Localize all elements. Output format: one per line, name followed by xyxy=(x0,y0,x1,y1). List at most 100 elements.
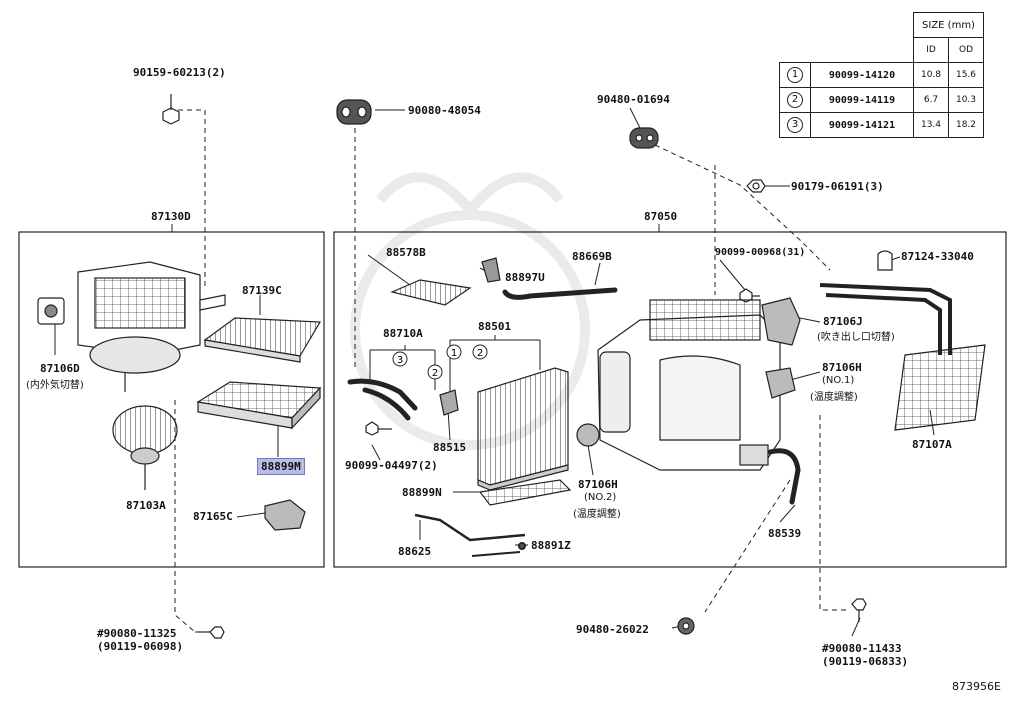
callout-circle-3 xyxy=(392,351,408,367)
part-label-90080-11433[interactable]: #90080-11433 xyxy=(822,642,902,655)
bolt-icon-90080-11325 xyxy=(198,626,225,639)
drain-tray-drawing xyxy=(478,479,572,506)
part-label-88539[interactable]: 88539 xyxy=(768,527,802,540)
sensor-drawing-88891z xyxy=(471,542,526,557)
pipe-drawing-88710a xyxy=(347,378,418,421)
callout-2b: 2 xyxy=(477,348,483,359)
ref-circle: 2 xyxy=(787,92,803,108)
table-row: 2 90099-14119 6.7 10.3 xyxy=(779,87,984,113)
part-note-87106h-no1-jp: (温度調整) xyxy=(810,392,858,403)
callout-1: 1 xyxy=(451,348,457,359)
part-label-87106d[interactable]: 87106D xyxy=(40,362,80,375)
part-label-88897u[interactable]: 88897U xyxy=(505,271,545,284)
callout-circle-2b xyxy=(472,344,488,360)
blower-case-drawing xyxy=(77,261,226,392)
callout-circle-1 xyxy=(446,344,462,360)
table-row: 1 90099-14120 10.8 15.6 xyxy=(779,62,984,88)
part-label-90179-06191[interactable]: 90179-06191(3) xyxy=(791,180,884,193)
filter-frame-drawing xyxy=(196,381,322,430)
part-label-88891z[interactable]: 88891Z xyxy=(531,539,571,552)
grommet-icon-90080-48054 xyxy=(336,99,372,125)
part-label-87106h-no1[interactable]: 87106H xyxy=(822,361,862,374)
servo-motor-drawing-87106h-no1 xyxy=(765,367,796,399)
part-label-90159-60213[interactable]: 90159-60213(2) xyxy=(133,66,226,79)
callout-3: 3 xyxy=(397,355,403,366)
part-note-87106h-no2: (NO.2) xyxy=(584,492,617,503)
part-label-90119-06098[interactable]: (90119-06098) xyxy=(97,640,184,653)
grommet-icon-90480-26022 xyxy=(677,617,695,635)
tube-drawing-88669b xyxy=(502,287,618,300)
table-row: 3 90099-14121 13.4 18.2 xyxy=(779,112,984,138)
bolt-icon-90159 xyxy=(162,94,180,125)
callout-2a: 2 xyxy=(432,368,438,379)
part-note-87106d: (内外気切替) xyxy=(26,380,84,391)
part-label-88515[interactable]: 88515 xyxy=(433,441,467,454)
part-label-88625[interactable]: 88625 xyxy=(398,545,432,558)
part-label-87106h-no2[interactable]: 87106H xyxy=(578,478,618,491)
size-header: SIZE (mm) xyxy=(913,12,984,38)
part-number-cell[interactable]: 90099-14121 xyxy=(810,112,914,138)
od-cell: 18.2 xyxy=(948,112,984,138)
heater-core-drawing xyxy=(819,283,986,431)
part-label-88710a[interactable]: 88710A xyxy=(383,327,423,340)
servo-motor-drawing-87106j xyxy=(761,297,801,346)
bolt-icon-90080-11433 xyxy=(851,598,867,622)
part-label-87103a[interactable]: 87103A xyxy=(126,499,166,512)
insulator-pad-drawing xyxy=(390,279,472,306)
diagram-code: 873956E xyxy=(952,680,1001,693)
hose-drawing-88539 xyxy=(767,448,801,505)
resistor-drawing xyxy=(264,499,306,531)
col-od-header: OD xyxy=(948,37,984,63)
group-box-87050 xyxy=(333,231,1007,568)
part-label-87050[interactable]: 87050 xyxy=(644,210,678,223)
part-label-90480-26022[interactable]: 90480-26022 xyxy=(576,623,649,636)
blower-motor-drawing xyxy=(112,405,178,490)
part-note-87106j: (吹き出し口切替) xyxy=(817,332,895,343)
part-label-87165c[interactable]: 87165C xyxy=(193,510,233,523)
part-label-88669b[interactable]: 88669B xyxy=(572,250,612,263)
grommet-icon-90480-01694 xyxy=(629,127,659,149)
sensor-drawing-88897u xyxy=(481,257,501,283)
part-label-88501[interactable]: 88501 xyxy=(478,320,512,333)
part-label-87139c[interactable]: 87139C xyxy=(242,284,282,297)
ref-circle: 1 xyxy=(787,67,803,83)
clip-icon-87124 xyxy=(877,250,893,271)
nut-icon-90179 xyxy=(746,179,766,193)
part-label-90099-04497[interactable]: 90099-04497(2) xyxy=(345,459,438,472)
part-number-cell[interactable]: 90099-14119 xyxy=(810,87,914,113)
part-label-90080-11325[interactable]: #90080-11325 xyxy=(97,627,177,640)
od-cell: 15.6 xyxy=(948,62,984,88)
id-cell: 13.4 xyxy=(913,112,949,138)
servo-motor-drawing-87106h-no2 xyxy=(576,423,600,447)
evaporator-drawing xyxy=(477,367,569,491)
cabin-filter-drawing xyxy=(203,317,322,363)
heater-unit-drawing xyxy=(597,299,781,471)
servo-motor-drawing-87106d xyxy=(37,297,65,325)
wire-drawing-88625 xyxy=(414,513,526,542)
hose-size-table: SIZE (mm) ID OD 1 90099-14120 10.8 15.6 … xyxy=(779,12,984,138)
col-id-header: ID xyxy=(913,37,949,63)
part-label-87124-33040[interactable]: 87124-33040 xyxy=(901,250,974,263)
part-label-87107a[interactable]: 87107A xyxy=(912,438,952,451)
ref-circle: 3 xyxy=(787,117,803,133)
id-cell: 6.7 xyxy=(913,87,949,113)
part-label-90119-06833[interactable]: (90119-06833) xyxy=(822,655,909,668)
callout-circle-2a xyxy=(427,364,443,380)
part-label-88899m-highlighted[interactable]: 88899M xyxy=(257,458,305,475)
od-cell: 10.3 xyxy=(948,87,984,113)
screw-icon-90099-04497 xyxy=(365,421,392,436)
part-label-87130d[interactable]: 87130D xyxy=(151,210,191,223)
part-label-88578b[interactable]: 88578B xyxy=(386,246,426,259)
part-note-87106h-no1: (NO.1) xyxy=(822,375,855,386)
screw-icon-90099-00968 xyxy=(739,288,760,303)
part-note-87106h-no2-jp: (温度調整) xyxy=(573,509,621,520)
part-label-90099-00968[interactable]: 90099-00968(31) xyxy=(715,247,806,258)
part-label-90480-01694[interactable]: 90480-01694 xyxy=(597,93,670,106)
part-label-88899n[interactable]: 88899N xyxy=(402,486,442,499)
bracket-drawing-88515 xyxy=(439,389,459,416)
part-number-cell[interactable]: 90099-14120 xyxy=(810,62,914,88)
part-label-87106j[interactable]: 87106J xyxy=(823,315,863,328)
id-cell: 10.8 xyxy=(913,62,949,88)
part-label-90080-48054[interactable]: 90080-48054 xyxy=(408,104,481,117)
